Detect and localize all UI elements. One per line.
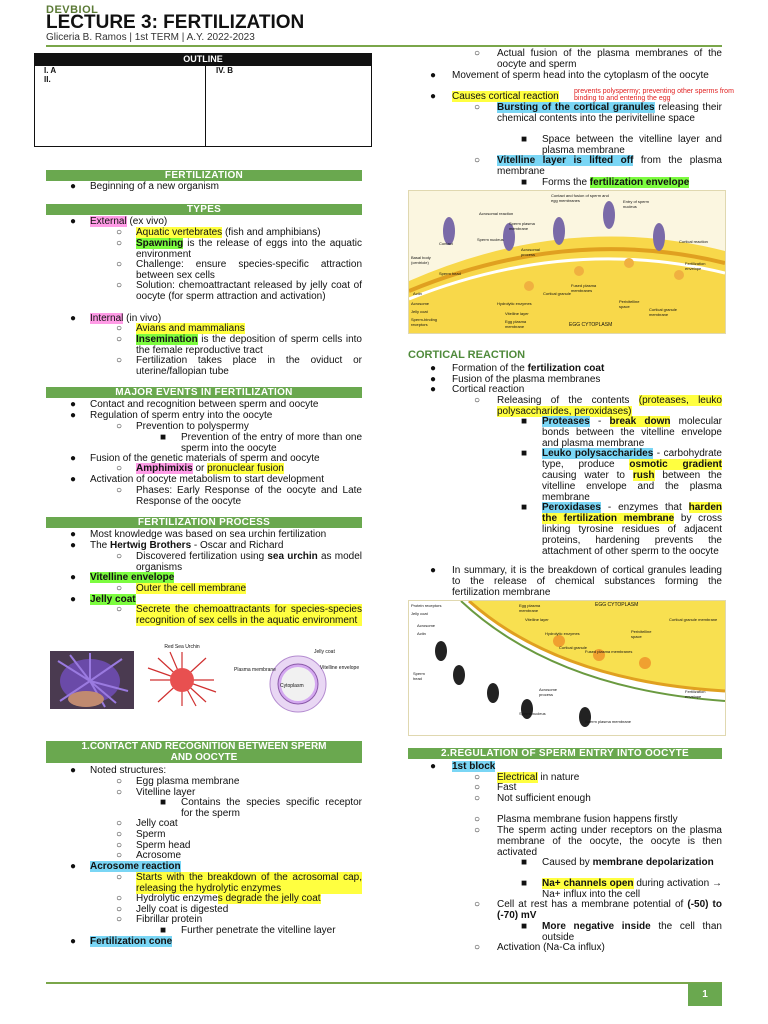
list-item: Solution: chemoattractant released by je…	[136, 280, 362, 302]
list-item: Contains the species specific receptor f…	[181, 797, 362, 819]
list-item: Fibrillar protein	[136, 914, 203, 925]
list-item: Movement of sperm head into the cytoplas…	[452, 70, 709, 81]
section-major-events: MAJOR EVENTS IN FERTILIZATION	[46, 387, 362, 398]
list-item: Regulation of sperm entry into the oocyt…	[90, 410, 273, 421]
list-item: Phases: Early Response of the oocyte and…	[136, 485, 362, 507]
page-number: 1	[688, 983, 722, 1006]
lecturer-line: Gliceria B. Ramos | 1st TERM | A.Y. 2022…	[46, 32, 255, 43]
list-item: Activation of oocyte metabolism to start…	[90, 474, 325, 485]
list-item: Starts with the breakdown of the acrosom…	[136, 872, 362, 894]
list-item: Causes cortical reaction	[452, 91, 559, 102]
annotation-note: prevents polyspermy; preventing other sp…	[574, 88, 734, 102]
list-item: Challenge: ensure species-specific attra…	[136, 259, 362, 281]
section-cortical: CORTICAL REACTION	[408, 349, 526, 361]
list-item: Discovered fertilization using sea urchi…	[136, 551, 363, 573]
list-item: The Hertwig Brothers - Oscar and Richard	[90, 540, 284, 551]
list-item: Spawning is the release of eggs into the…	[136, 238, 362, 260]
header-divider	[46, 45, 722, 47]
footer-divider	[46, 982, 722, 984]
list-item: Jelly coat	[136, 818, 178, 829]
egg-structure-diagram: Cytoplasm Plasma membrane Jelly coat Vit…	[228, 648, 362, 714]
list-item: Further penetrate the vitelline layer	[181, 925, 336, 936]
list-item: Fertilization takes place in the oviduct…	[136, 355, 362, 377]
list-item: Fusion of the genetic materials of sperm…	[90, 453, 320, 464]
list-item: Formation of the fertilization coat	[452, 363, 605, 374]
list-item: The sperm acting under receptors on the …	[497, 825, 722, 858]
list-item: Fast	[497, 782, 517, 793]
outline-item: IV. B	[216, 66, 234, 75]
list-item: Caused by membrane depolarization	[542, 857, 714, 868]
list-item: Proteases - break down molecular bonds b…	[542, 416, 722, 449]
course-code: DEVBIOL	[46, 4, 99, 16]
sea-urchin-photo	[50, 651, 134, 709]
list-item: Acrosome reaction	[90, 861, 181, 872]
list-item: Secrete the chemoattractants for species…	[136, 604, 362, 626]
outline-item: II.	[44, 75, 51, 84]
section-types: TYPES	[46, 204, 362, 215]
list-item: Acrosome	[136, 850, 182, 861]
list-item: In summary, it is the breakdown of corti…	[452, 565, 722, 598]
list-item: Fusion of the plasma membranes	[452, 374, 601, 385]
list-item: Not sufficient enough	[497, 793, 591, 804]
list-item: Electrical in nature	[497, 772, 580, 783]
outline-item: I. A	[44, 66, 57, 75]
list-item: External (ex vivo)	[90, 216, 168, 227]
list-item: Jelly coat is digested	[136, 904, 229, 915]
list-item: Cortical reaction	[452, 384, 525, 395]
list-item: Noted structures:	[90, 765, 167, 776]
section-regulation: 2.REGULATION OF SPERM ENTRY INTO OOCYTE	[408, 748, 722, 759]
list-item: Prevention of the entry of more than one…	[181, 432, 362, 454]
list-item: 1st block	[452, 761, 496, 772]
list-item: Bursting of the cortical granules releas…	[497, 102, 722, 124]
list-item: Space between the vitelline layer and pl…	[542, 134, 722, 156]
list-item: Prevention to polyspermy	[136, 421, 249, 432]
list-item: Outer the cell membrane	[136, 583, 247, 594]
section-process: FERTILIZATION PROCESS	[46, 517, 362, 528]
list-item: Na+ channels open during activation → Na…	[542, 878, 722, 900]
list-item: Sperm head	[136, 840, 191, 851]
list-item: Jelly coat	[90, 594, 136, 605]
outline-heading: OUTLINE	[34, 53, 372, 65]
list-item: Contact and recognition between sperm an…	[90, 399, 319, 410]
cortical-reaction-diagram: Protein receptors Jelly coat Acrosome Ac…	[408, 600, 726, 736]
list-item: Leuko polysaccharides - carbohydrate typ…	[542, 448, 722, 503]
list-item: Cell at rest has a membrane potential of…	[497, 899, 722, 921]
outline-divider	[205, 65, 206, 147]
page-title: LECTURE 3: FERTILIZATION	[46, 12, 305, 33]
outline-box	[34, 65, 372, 147]
list-item: Most knowledge was based on sea urchin f…	[90, 529, 327, 540]
list-item: Insemination is the deposition of sperm …	[136, 334, 362, 356]
list-item: Sperm	[136, 829, 166, 840]
list-item: Plasma membrane fusion happens firstly	[497, 814, 678, 825]
list-item: Egg plasma membrane	[136, 776, 240, 787]
section-fertilization: FERTILIZATION	[46, 170, 362, 181]
red-sea-urchin-illustration: Red Sea Urchin	[144, 644, 220, 710]
list-item: More negative inside the cell than outsi…	[542, 921, 722, 943]
list-item: Vitelline layer	[136, 787, 196, 798]
list-item: Fertilization cone	[90, 936, 173, 947]
list-item: Hydrolytic enzymes degrade the jelly coa…	[136, 893, 321, 904]
list-item: Internal (in vivo)	[90, 313, 162, 324]
list-item: Peroxidases - enzymes that harden the fe…	[542, 502, 723, 557]
list-item: Vitelline envelope	[90, 572, 175, 583]
list-item: Amphimixis or pronuclear fusion	[136, 463, 284, 474]
list-item: Vitelline layer is lifted off from the p…	[497, 155, 722, 177]
list-item: ●	[70, 181, 77, 192]
list-item: Aquatic vertebrates (fish and amphibians…	[136, 227, 321, 238]
list-item: Activation (Na-Ca influx)	[497, 942, 605, 953]
list-item: Actual fusion of the plasma membranes of…	[497, 48, 722, 70]
acrosome-reaction-diagram: Contact and fusion of sperm and egg memb…	[408, 190, 726, 334]
list-item: Forms the fertilization envelope	[542, 177, 690, 188]
list-item: Releasing of the contents (proteases, le…	[497, 395, 722, 417]
list-item: Beginning of a new organism	[90, 181, 219, 192]
list-item: Avians and mammalians	[136, 323, 245, 334]
